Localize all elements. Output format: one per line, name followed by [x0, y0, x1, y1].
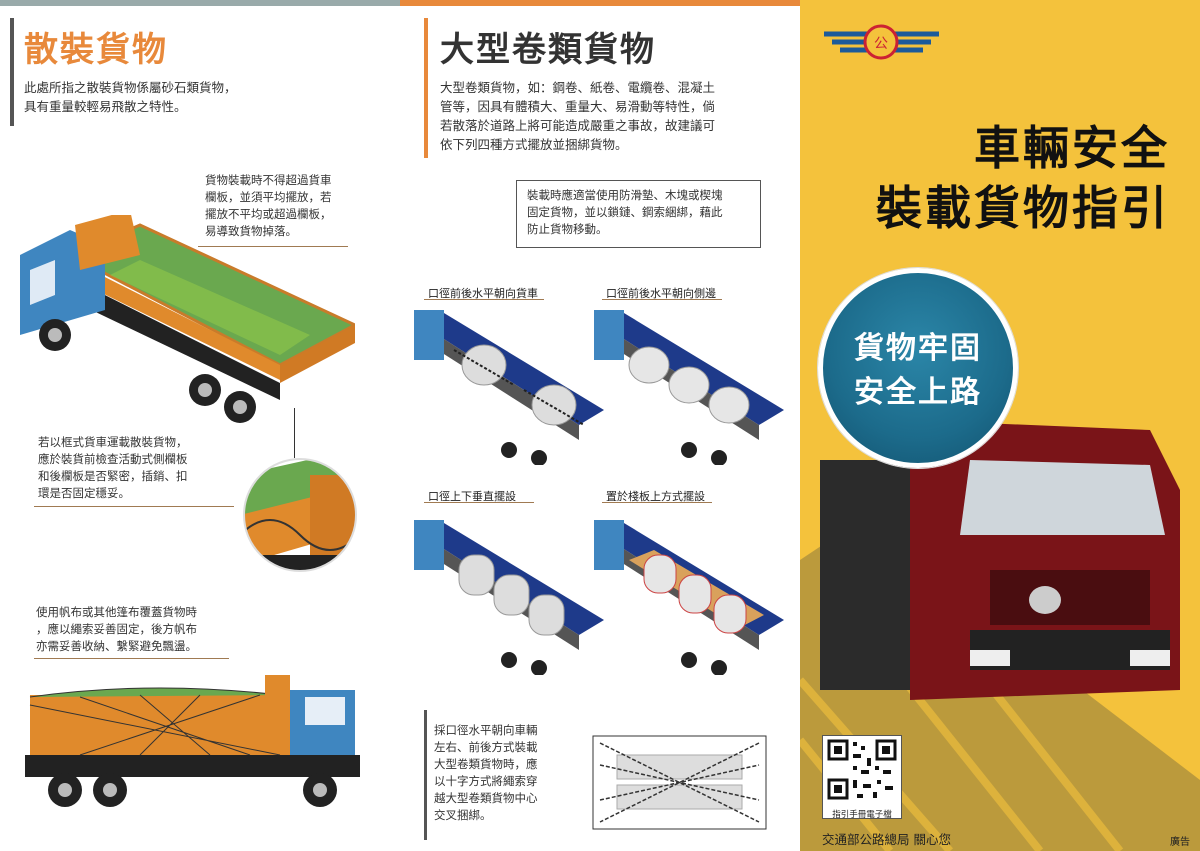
anti-slip-notice: 裝載時應適當使用防滑墊、木塊或楔塊固定貨物，並以鎖鏈、鋼索綑綁，藉此防止貨物移動… [516, 180, 761, 248]
note-underline [198, 246, 348, 247]
method-label-4: 置於棧板上方式擺設 [606, 490, 705, 503]
section-title-coil: 大型卷類貨物 [440, 30, 656, 70]
bulk-intro-line: 具有重量較輕易飛散之特性。 [24, 99, 187, 114]
bulk-note-1: 貨物裝載時不得超過貨車欄板，並須平均擺放，若擺放不平均或超過欄板，易導致貨物掉落… [205, 173, 332, 238]
qr-caption: 指引手冊電子檔 [832, 810, 892, 820]
coil-method-3-illustration [414, 520, 604, 675]
qr-code-icon [827, 739, 897, 800]
bulk-note-2: 若以框式貨車運載散裝貨物，應於裝貨前檢查活動式側欄板和後欄板是否緊密，插銷、扣環… [38, 435, 188, 500]
coil-cross-tie-note: 採口徑水平朝向車輛左右、前後方式裝載大型卷類貨物時，應 以十字方式將繩索穿越大型… [434, 723, 538, 822]
method-label-1: 口徑前後水平朝向貨車 [428, 287, 538, 300]
coil-intro: 大型卷類貨物，如：鋼卷、紙卷、電纜卷、混凝土管等，因具有體積大、重量大、易滑動等… [440, 80, 716, 152]
coil-method-1-illustration [414, 310, 604, 465]
coil-method-4-illustration [594, 520, 784, 675]
note-underline [34, 658, 229, 659]
bulk-intro: 此處所指之散裝貨物係屬砂石類貨物， 具有重量較輕易飛散之特性。 [24, 78, 237, 116]
section-title-bulk: 散裝貨物 [24, 30, 168, 70]
top-color-bar [0, 0, 800, 6]
label-underline [424, 502, 534, 503]
footer-credit: 交通部公路總局 關心您 [822, 832, 951, 847]
tailgate-detail-circle [243, 458, 357, 572]
svg-text:公: 公 [874, 36, 888, 52]
slogan-line: 安全上路 [854, 375, 982, 410]
bulk-note-3: 使用帆布或其他篷布覆蓋貨物時，應以繩索妥善固定，後方帆布亦需妥善收納、繫緊避免飄… [36, 605, 197, 653]
cover-title-line2: 裝載貨物指引 [876, 181, 1170, 235]
label-underline [602, 502, 712, 503]
ad-mark: 廣告 [1170, 837, 1190, 848]
note-underline [34, 506, 234, 507]
red-truck-illustration [820, 420, 1180, 700]
label-underline [602, 299, 722, 300]
section-divider [424, 18, 428, 158]
method-label-2: 口徑前後水平朝向側邊 [606, 287, 716, 300]
cross-tie-diagram [592, 735, 767, 830]
section-divider [424, 710, 427, 840]
label-underline [424, 299, 544, 300]
section-divider [10, 18, 14, 126]
cover-title-line1: 車輛安全 [974, 121, 1170, 175]
dump-truck-illustration [20, 215, 355, 423]
slogan-badge: 貨物牢固 安全上路 [818, 268, 1018, 468]
bulk-intro-line: 此處所指之散裝貨物係屬砂石類貨物， [24, 80, 237, 95]
qr-code[interactable]: 指引手冊電子檔 [822, 735, 902, 820]
coil-method-2-illustration [594, 310, 784, 465]
callout-line [294, 408, 295, 458]
covered-truck-illustration [25, 675, 360, 807]
slogan-line: 貨物牢固 [854, 331, 982, 366]
method-label-3: 口徑上下垂直擺設 [428, 490, 516, 503]
cover-panel: 公 車輛安全 裝載貨物指引 貨物牢固 安全上路 指引手冊電子檔 交通部公路總局 … [800, 0, 1200, 851]
bureau-logo: 公 [824, 24, 939, 60]
